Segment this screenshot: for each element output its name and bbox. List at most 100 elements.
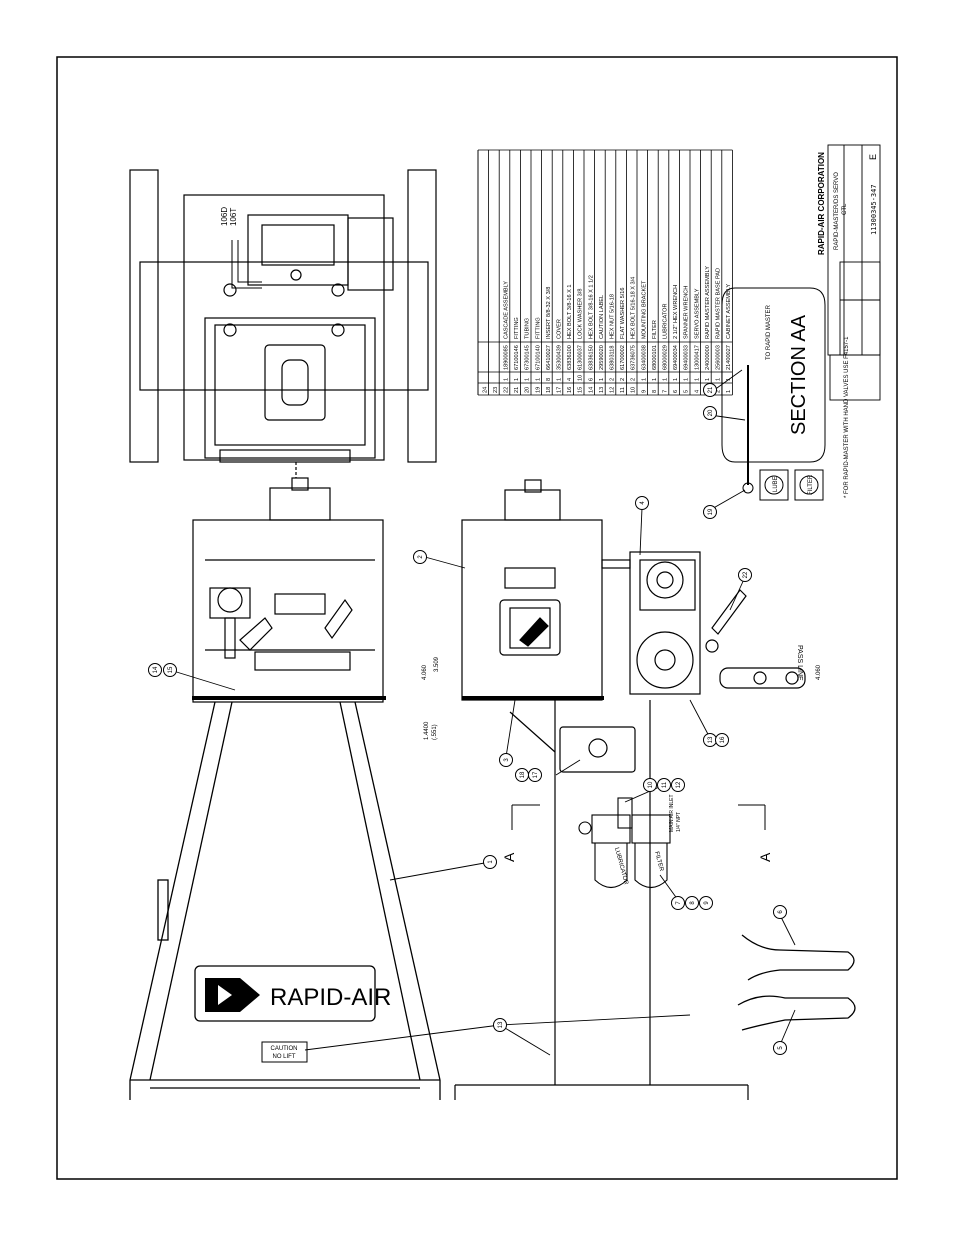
filter-label: FILTER bbox=[808, 474, 814, 495]
company-name: RAPID-AIR CORPORATION bbox=[817, 152, 826, 255]
balloon-label: 4 bbox=[640, 501, 646, 505]
dim-5: (.551) bbox=[432, 724, 438, 740]
cabinet-stand bbox=[129, 701, 441, 1100]
bom-part: 13000417 bbox=[694, 345, 700, 370]
bom-part: 67100146 bbox=[514, 345, 520, 370]
bom-item: 20 bbox=[525, 387, 531, 393]
bom-part: 21400027 bbox=[726, 345, 732, 370]
bom-desc: FLAT WASHER 5/16 bbox=[620, 288, 626, 340]
bom-desc: COVER bbox=[556, 319, 562, 339]
spanner-wrench bbox=[737, 995, 856, 1031]
bom-item: 12 bbox=[609, 387, 615, 393]
balloon-label: 15 bbox=[168, 666, 174, 673]
balloon-label: 3 bbox=[504, 758, 510, 762]
bom-qty: 1 bbox=[662, 378, 668, 381]
balloon-15 bbox=[163, 663, 177, 677]
bom-part: 63400038 bbox=[641, 345, 647, 370]
bom-qty: 1 bbox=[705, 378, 711, 381]
balloon-20 bbox=[703, 406, 717, 420]
balloon-4 bbox=[635, 496, 649, 510]
bom-part: 24000000 bbox=[705, 345, 711, 370]
bom-item: 23 bbox=[493, 387, 499, 393]
bom-part: 69400033 bbox=[684, 345, 690, 370]
dim-1: 4.060 bbox=[422, 664, 428, 680]
bom-desc: CAUTION LABEL bbox=[599, 295, 605, 339]
balloon-label: 9 bbox=[704, 901, 710, 905]
balloon-1 bbox=[483, 855, 497, 869]
bom-item: 7 bbox=[662, 390, 668, 393]
balloon-21 bbox=[703, 383, 717, 397]
bom-qty: 6 bbox=[588, 378, 594, 381]
balloon-label: 11 bbox=[662, 781, 668, 788]
bom-qty: 8 bbox=[546, 378, 552, 381]
balloon-label: 22 bbox=[743, 571, 749, 578]
drawing-number: 11300345-347 bbox=[870, 184, 878, 235]
bom-qty: 1 bbox=[525, 378, 531, 381]
bom-item: 19 bbox=[535, 387, 541, 393]
balloon-18 bbox=[515, 768, 529, 782]
balloon-label: 18 bbox=[520, 771, 526, 778]
balloon-label: 21 bbox=[708, 386, 714, 393]
tube-label-1: 106D bbox=[220, 207, 229, 226]
balloon-10 bbox=[643, 778, 657, 792]
bom-part: 25600003 bbox=[715, 345, 721, 370]
balloon-label: 13 bbox=[498, 1021, 504, 1028]
dim-2: 3.509 bbox=[434, 656, 440, 672]
bom-qty: 10 bbox=[578, 375, 584, 381]
bom-desc: LUBRICATOR bbox=[662, 303, 668, 339]
top-view-right-rail bbox=[407, 169, 437, 463]
bom-part: 63736075 bbox=[631, 345, 637, 370]
pass-line-label: PASS LINE bbox=[796, 645, 803, 681]
bom-item: 14 bbox=[588, 387, 594, 393]
bom-desc: CASCADE ASSEMBLY bbox=[503, 281, 509, 339]
bom-part: 35300439 bbox=[556, 345, 562, 370]
balloon-11 bbox=[657, 778, 671, 792]
bom-part: 66410027 bbox=[546, 345, 552, 370]
balloon-label: 16 bbox=[720, 736, 726, 743]
balloon-3 bbox=[499, 753, 513, 767]
bom-qty: 2 bbox=[631, 378, 637, 381]
title-line-1: RAPID-MASTER/DS SERVO bbox=[834, 172, 840, 250]
rapid-air-logo: RAPID-AIR bbox=[205, 978, 391, 1012]
to-master-note: TO RAPID MASTER bbox=[766, 304, 772, 360]
bom-desc: SPANNER WRENCH bbox=[684, 286, 690, 339]
bom-qty: 1 bbox=[673, 378, 679, 381]
bom-item: 16 bbox=[567, 387, 573, 393]
bom-part: 63803118 bbox=[609, 346, 615, 370]
front-view bbox=[192, 477, 386, 703]
section-marker-left bbox=[511, 804, 540, 830]
svg-text:CAUTION: CAUTION bbox=[271, 1046, 298, 1052]
wrenches bbox=[737, 934, 856, 1031]
balloon-5 bbox=[773, 1041, 787, 1055]
bom-desc: MOUNTING BRACKET bbox=[641, 280, 647, 339]
caution-label: CAUTION NO LIFT bbox=[261, 1041, 308, 1063]
bom-qty: 1 bbox=[694, 378, 700, 381]
bom-item: 8 bbox=[652, 390, 658, 393]
balloon-6 bbox=[773, 905, 787, 919]
bom-part: 61700002 bbox=[620, 345, 626, 370]
bom-item: 1 bbox=[726, 390, 732, 393]
bom-desc: LOCK WASHER 3/8 bbox=[578, 289, 584, 339]
bom-qty: 1 bbox=[535, 378, 541, 381]
balloon-label: 12 bbox=[676, 781, 682, 788]
top-view-left-rail bbox=[129, 169, 159, 463]
filter-bowl-label: FILTER bbox=[653, 851, 664, 873]
bom-part: 63836150 bbox=[588, 345, 594, 370]
bom-desc: SERVO ASSEMBLY bbox=[694, 288, 700, 339]
bom-desc: CABINET ASSEMBLY bbox=[726, 284, 732, 339]
bom-desc: HEX BOLT 3/8-16 X 1 bbox=[567, 284, 573, 339]
bom-desc: FITTING bbox=[535, 317, 541, 339]
bom-part: 67300145 bbox=[525, 345, 531, 370]
bom-qty: 1 bbox=[599, 378, 605, 381]
bom-qty: 1 bbox=[503, 378, 509, 381]
bom-desc: FITTING bbox=[514, 317, 520, 339]
filter-regulator-assembly bbox=[578, 797, 671, 889]
bom-qty: 1 bbox=[652, 378, 658, 381]
balloon-13-bottom bbox=[493, 1018, 507, 1032]
tube-label-2: 106T bbox=[229, 208, 238, 226]
section-marker-a-right: A bbox=[757, 852, 773, 862]
balloon-label: 13 bbox=[708, 736, 714, 743]
bom-qty: 2 bbox=[620, 378, 626, 381]
